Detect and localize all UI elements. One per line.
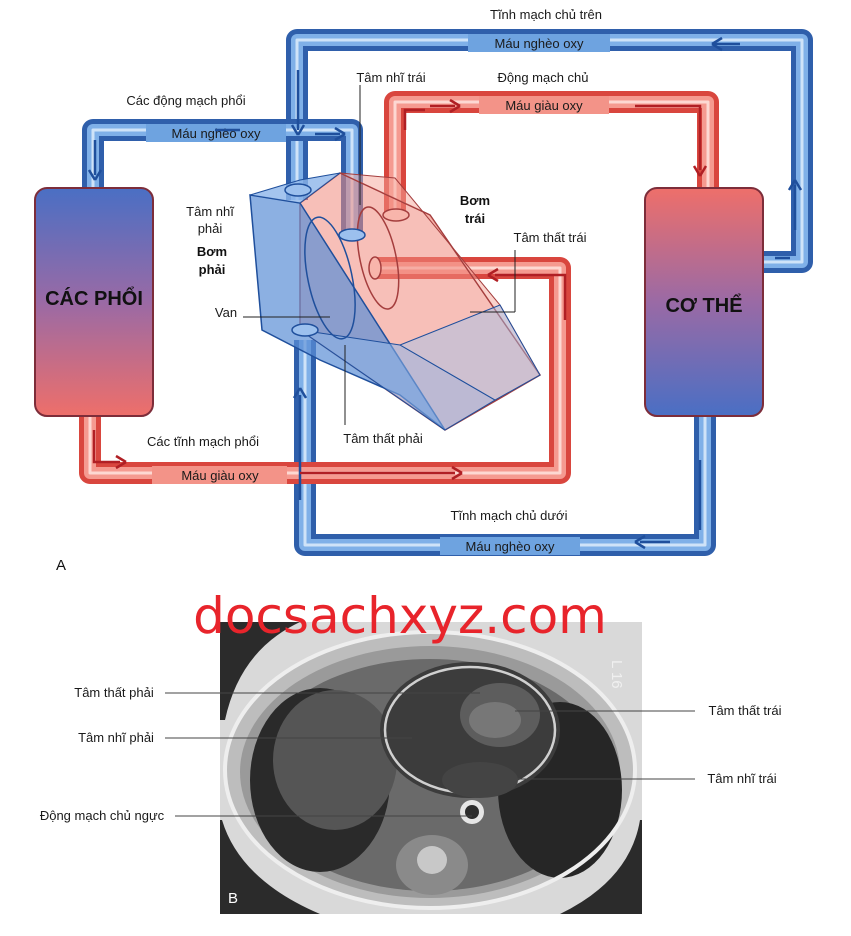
arrow-blue-icon (87, 140, 103, 181)
lungs-box: CÁC PHỔI (34, 187, 154, 417)
mri-label-right-ventricle: Tâm thất phải (74, 685, 154, 700)
arrow-blue-icon (787, 179, 803, 230)
mri-label-right-atrium: Tâm nhĩ phải (78, 730, 154, 745)
label-left-pump-2: trái (465, 211, 485, 226)
label-valve: Van (215, 305, 237, 320)
arrow-red-icon (403, 108, 425, 130)
mri-leader-lines (165, 692, 695, 817)
flow-label-rich-bottom: Máu giàu oxy (152, 466, 287, 484)
label-pulmonary-arteries: Các động mạch phổi (126, 93, 245, 108)
mri-label-left-atrium: Tâm nhĩ trái (707, 771, 776, 786)
body-box: CƠ THỂ (644, 187, 764, 417)
watermark: docsachxyz.com (193, 587, 607, 645)
arrow-red-icon (92, 430, 127, 470)
mri-side-marker: L 16 (608, 660, 625, 689)
label-inferior-vena-cava: Tĩnh mạch chủ dưới (451, 508, 568, 523)
arrow-blue-icon (634, 534, 670, 550)
mri-label-thoracic-aorta: Động mạch chủ ngực (40, 808, 165, 823)
flow-label-poor-top: Máu nghèo oxy (468, 34, 610, 52)
arrow-red-icon (635, 104, 708, 177)
svg-text:Máu nghèo oxy: Máu nghèo oxy (495, 36, 584, 51)
body-label: CƠ THỂ (665, 294, 742, 317)
mri-label-left-ventricle: Tâm thất trái (709, 703, 782, 718)
arrow-blue-icon (711, 36, 740, 52)
arrow-red-icon (300, 465, 463, 481)
flow-label-poor-lung: Máu nghèo oxy (146, 124, 286, 142)
panel-a-label: A (56, 557, 66, 574)
flow-label-rich-top: Máu giàu oxy (479, 96, 609, 114)
arrow-red-icon (430, 98, 461, 114)
label-right-ventricle: Tâm thất phải (343, 431, 423, 446)
label-left-atrium: Tâm nhĩ trái (356, 70, 425, 85)
label-right-atrium-1: Tâm nhĩ (186, 204, 235, 219)
flow-label-poor-bottom: Máu nghèo oxy (440, 537, 580, 555)
pulmonary-veins-tube (79, 257, 571, 484)
label-left-ventricle: Tâm thất trái (514, 230, 587, 245)
label-left-pump-1: Bơm (460, 193, 490, 208)
panel-b-label: B (228, 890, 238, 907)
label-aorta: Động mạch chủ (497, 70, 588, 85)
arrow-blue-icon (290, 70, 306, 136)
leader-lines (243, 85, 516, 425)
svg-text:Máu giàu oxy: Máu giàu oxy (181, 468, 259, 483)
heart-model (249, 172, 542, 431)
svg-text:Máu nghèo oxy: Máu nghèo oxy (466, 539, 555, 554)
label-superior-vena-cava: Tĩnh mạch chủ trên (490, 7, 602, 22)
svg-text:Máu giàu oxy: Máu giàu oxy (505, 98, 583, 113)
mri-image (220, 622, 642, 914)
flow-arrows (87, 36, 803, 550)
arrow-blue-icon (292, 387, 308, 500)
arrow-blue-icon (315, 126, 346, 142)
arrow-red-icon (487, 267, 567, 320)
label-right-pump-1: Bơm (197, 244, 227, 259)
svg-text:Máu nghèo oxy: Máu nghèo oxy (172, 126, 261, 141)
lungs-label: CÁC PHỔI (45, 286, 143, 310)
label-pulmonary-veins: Các tĩnh mạch phổi (147, 434, 259, 449)
label-right-atrium-2: phải (198, 221, 223, 236)
label-right-pump-2: phải (199, 262, 226, 277)
